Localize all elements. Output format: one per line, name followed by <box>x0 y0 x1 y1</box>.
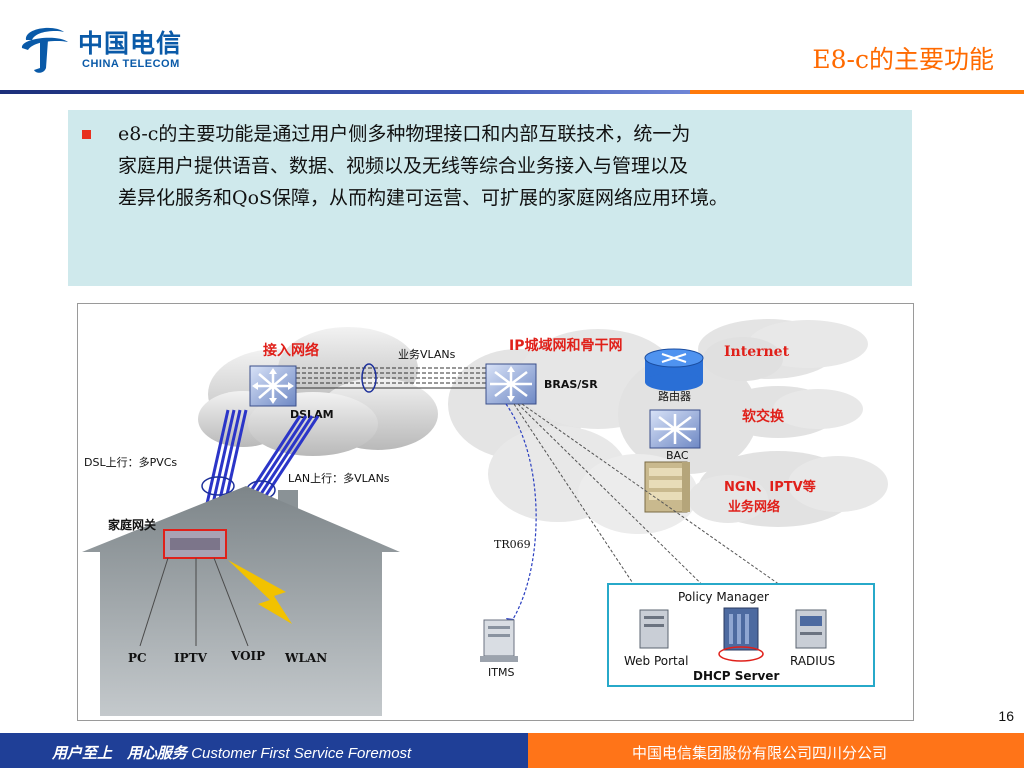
dsl-uplink-label: DSL上行：多PVCs <box>84 455 177 469</box>
bras-switch-icon <box>485 363 537 405</box>
footer-company: 中国电信集团股份有限公司四川分公司 <box>632 744 888 762</box>
logo-chinese-text: 中国电信 <box>78 29 183 58</box>
tr069-label: TR069 <box>494 538 531 551</box>
dhcp-server-icon <box>718 607 764 662</box>
service-vlan-trunk <box>296 363 486 393</box>
footer-slogan-cn: 用户至上 用心服务 <box>52 745 188 762</box>
device-label-wlan: WLAN <box>284 651 327 665</box>
softswitch-label: 软交换 <box>742 408 785 425</box>
dslam-label: DSLAM <box>290 408 334 421</box>
router-label: 路由器 <box>658 389 691 403</box>
ngn-label-line-1: NGN、IPTV等 <box>724 479 816 495</box>
footer-slogan-en: Customer First Service Foremost <box>191 745 412 762</box>
web-portal-server-icon <box>639 609 669 649</box>
internet-cloud <box>698 319 868 381</box>
logo-english-text: CHINA TELECOM <box>82 58 180 70</box>
home-gateway-label: 家庭网关 <box>108 517 156 532</box>
web-portal-label: Web Portal <box>624 654 688 668</box>
radius-label: RADIUS <box>790 654 835 668</box>
device-label-pc: PC <box>128 651 147 665</box>
intro-line-1: e8-c的主要功能是通过用户侧多种物理接口和内部互联技术，统一为 <box>118 123 691 145</box>
page-number: 16 <box>998 708 1014 724</box>
router-icon <box>644 348 704 391</box>
china-telecom-logo: 中国电信 CHINA TELECOM <box>14 18 204 78</box>
header-divider-blue <box>0 90 690 94</box>
bullet-square-icon <box>82 130 91 139</box>
management-links <box>513 403 811 613</box>
header-divider-orange <box>690 90 1024 94</box>
server-rack-icon <box>644 461 690 513</box>
intro-text-box <box>68 110 912 286</box>
service-vlans-label: 业务VLANs <box>398 348 456 361</box>
intro-line-2: 家庭用户提供语音、数据、视频以及无线等综合业务接入与管理以及 <box>118 155 689 177</box>
bac-label: BAC <box>666 449 689 462</box>
wireless-lightning-icon <box>228 560 292 624</box>
dslam-switch-icon <box>249 365 297 407</box>
itms-server-icon <box>480 619 518 662</box>
access-network-label: 接入网络 <box>263 342 319 359</box>
dhcp-server-label: DHCP Server <box>693 669 779 683</box>
radius-server-icon <box>795 609 827 649</box>
bac-switch-icon <box>649 409 701 449</box>
footer-bar-orange <box>528 733 1024 768</box>
tr069-link <box>505 403 537 625</box>
internet-label: Internet <box>724 344 790 360</box>
softswitch-cloud <box>718 386 863 438</box>
home-gateway-icon <box>163 529 227 559</box>
bras-label: BRAS/SR <box>544 378 598 391</box>
ngn-label-line-2: 业务网络 <box>728 499 780 515</box>
itms-label: ITMS <box>488 666 514 679</box>
lan-uplink-label: LAN上行：多VLANs <box>288 471 390 485</box>
dsl-bundle-ring <box>201 476 235 496</box>
device-label-voip: VOIP <box>230 649 265 663</box>
china-telecom-emblem-icon <box>21 27 68 73</box>
network-diagram-canvas: 接入网络 IP城域网和骨干网 Internet 软交换 NGN、IPTV等 业务… <box>82 319 888 716</box>
intro-line-3: 差异化服务和QoS保障，从而构建可运营、可扩展的家庭网络应用环境。 <box>118 187 729 209</box>
home-house-icon <box>82 486 400 716</box>
ip-network-label: IP城域网和骨干网 <box>509 337 622 354</box>
slide-title: E8-c的主要功能 <box>812 45 994 74</box>
network-diagram: 接入网络 IP城域网和骨干网 Internet 软交换 NGN、IPTV等 业务… <box>77 303 914 721</box>
policy-manager-label: Policy Manager <box>678 590 769 604</box>
ngn-cloud <box>688 451 888 527</box>
intro-paragraph: e8-c的主要功能是通过用户侧多种物理接口和内部互联技术，统一为 家庭用户提供语… <box>118 118 918 214</box>
footer-bar-blue <box>0 733 528 768</box>
footer-slogan: 用户至上 用心服务 Customer First Service Foremos… <box>52 742 411 763</box>
device-label-iptv: IPTV <box>174 651 208 665</box>
device-lines <box>139 557 249 647</box>
